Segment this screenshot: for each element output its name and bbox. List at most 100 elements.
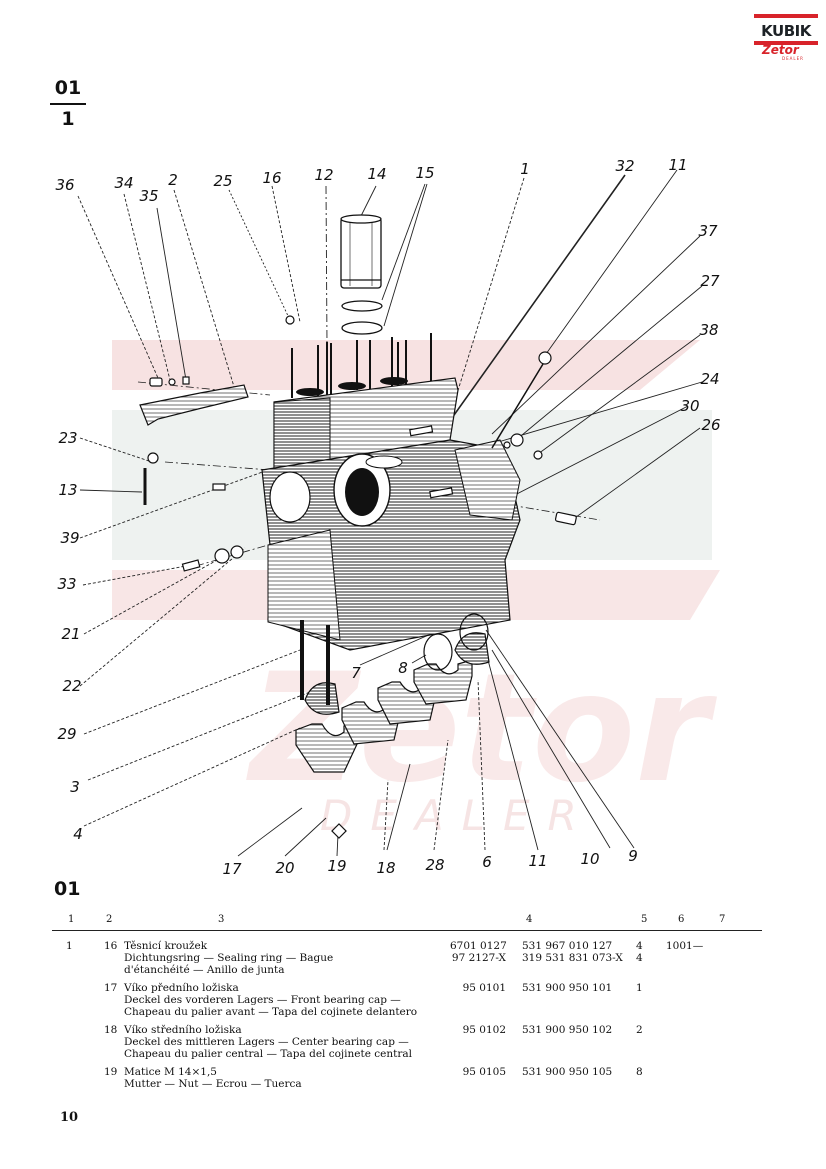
leader-lines xyxy=(77,169,703,857)
logo-stripe xyxy=(754,41,818,45)
callout-8: 8 xyxy=(398,659,408,677)
group-title: 01 xyxy=(54,878,81,900)
callout-28: 28 xyxy=(425,856,445,874)
quantity-line: 4 xyxy=(636,940,643,952)
callout-21: 21 xyxy=(61,625,81,643)
watermark-dealer-text: DEALER xyxy=(320,791,595,840)
callout-15: 15 xyxy=(415,164,435,182)
callout-22: 22 xyxy=(62,677,82,695)
callout-34: 34 xyxy=(114,174,134,192)
callout-25: 25 xyxy=(213,172,233,190)
part-number-b-line: 319 531 831 073-X xyxy=(522,952,623,964)
diagram-drawing: Zetor DEALER xyxy=(77,169,720,857)
callout-24: 24 xyxy=(700,370,720,388)
desc-translations-cont: Chapeau du palier central — Tapa del coj… xyxy=(124,1048,413,1060)
callout-36: 36 xyxy=(55,176,75,194)
callout-6: 6 xyxy=(482,853,492,871)
section-group-number: 01 xyxy=(54,77,82,99)
header-col-4: 4 xyxy=(526,914,533,925)
engine-block-part xyxy=(261,377,521,651)
row-part-number-a: 95 0102 xyxy=(462,1024,506,1036)
logo-tagline: DEALER xyxy=(782,56,804,61)
desc-translations: Dichtungsring — Sealing ring — Bague xyxy=(124,952,334,964)
row-col6: 1001— xyxy=(666,940,704,952)
kubik-zetor-logo: KUBIK Zetor DEALER xyxy=(754,14,820,64)
part-number-b-line: 531 967 010 127 xyxy=(522,940,613,952)
callout-3: 3 xyxy=(70,778,80,796)
row-quantity: 1 xyxy=(636,982,643,994)
row-col1: 1 xyxy=(66,940,73,952)
desc-czech: Těsnicí kroužek xyxy=(124,940,208,952)
table-row: 17 Víko předního ložiska Deckel des vord… xyxy=(52,982,762,1024)
exploded-parts-diagram: Zetor DEALER xyxy=(0,150,826,890)
callout-20: 20 xyxy=(275,859,295,877)
row-description: Víko předního ložiska Deckel des vordere… xyxy=(124,982,454,1018)
row-part-number-b: 531 900 950 102 xyxy=(522,1024,613,1036)
part-number-a-line: 6701 0127 xyxy=(450,940,507,952)
callout-27: 27 xyxy=(700,272,720,290)
row-part-number-b: 531 967 010 127 319 531 831 073-X xyxy=(522,940,623,964)
desc-czech: Víko předního ložiska xyxy=(124,982,239,994)
row-quantity: 4 4 xyxy=(636,940,643,964)
callout-13: 13 xyxy=(58,481,78,499)
callout-10: 10 xyxy=(580,850,600,868)
table-row: 18 Víko středního ložiska Deckel des mit… xyxy=(52,1024,762,1066)
row-position: 16 xyxy=(104,940,118,952)
callout-37: 37 xyxy=(698,222,718,240)
callout-16: 16 xyxy=(262,169,282,187)
callout-4: 4 xyxy=(73,825,83,843)
small-parts xyxy=(139,315,577,572)
header-col-2: 2 xyxy=(106,914,113,925)
header-col-6: 6 xyxy=(678,914,685,925)
row-part-number-a: 95 0105 xyxy=(462,1066,506,1078)
quantity-line: 4 xyxy=(636,952,643,964)
callout-7: 7 xyxy=(351,664,361,682)
row-description: Víko středního ložiska Deckel des mittle… xyxy=(124,1024,454,1060)
logo-brand: KUBIK xyxy=(756,23,816,40)
callout-33: 33 xyxy=(57,575,77,593)
callout-39: 39 xyxy=(60,529,80,547)
row-quantity: 8 xyxy=(636,1066,643,1078)
section-sheet-number: 1 xyxy=(61,108,75,130)
header-col-7: 7 xyxy=(719,914,726,925)
part-number-a-line: 97 2127-X xyxy=(451,952,506,964)
callout-9: 9 xyxy=(628,847,638,865)
callout-29: 29 xyxy=(57,725,77,743)
callout-38: 38 xyxy=(699,321,719,339)
cylinder-liner-part xyxy=(340,214,383,335)
desc-czech: Víko středního ložiska xyxy=(124,1024,242,1036)
desc-czech: Matice M 14×1,5 xyxy=(124,1066,217,1078)
callout-1: 1 xyxy=(520,160,530,178)
row-position: 19 xyxy=(104,1066,118,1078)
callout-18: 18 xyxy=(376,859,396,877)
row-part-number-a: 6701 0127 97 2127-X xyxy=(450,940,507,964)
header-col-3: 3 xyxy=(218,914,225,925)
row-description: Matice M 14×1,5 Mutter — Nut — Ecrou — T… xyxy=(124,1066,454,1090)
row-position: 17 xyxy=(104,982,118,994)
callout-11-lower: 11 xyxy=(528,852,548,870)
row-part-number-b: 531 900 950 105 xyxy=(522,1066,613,1078)
callout-2: 2 xyxy=(168,171,178,189)
table-header: 1 2 3 4 5 6 7 xyxy=(52,912,762,931)
callout-11: 11 xyxy=(668,156,688,174)
desc-translations: Mutter — Nut — Ecrou — Tuerca xyxy=(124,1078,302,1090)
parts-table: 1 2 3 4 5 6 7 1 16 Těsnicí kroužek Dicht… xyxy=(52,912,762,1096)
row-description: Těsnicí kroužek Dichtungsring — Sealing … xyxy=(124,940,454,976)
callout-32: 32 xyxy=(615,157,635,175)
desc-translations: Deckel des vorderen Lagers — Front beari… xyxy=(124,994,401,1006)
row-quantity: 2 xyxy=(636,1024,643,1036)
page-number: 10 xyxy=(60,1110,79,1125)
bearing-caps-part xyxy=(295,613,490,839)
row-position: 18 xyxy=(104,1024,118,1036)
callout-19: 19 xyxy=(327,857,347,875)
desc-translations-cont: d'étanchéité — Anillo de junta xyxy=(124,964,285,976)
logo-stripe xyxy=(754,14,818,18)
cylinder-studs xyxy=(291,333,432,398)
callout-14: 14 xyxy=(367,165,387,183)
callout-23: 23 xyxy=(58,429,78,447)
header-col-1: 1 xyxy=(68,914,75,925)
table-row: 1 16 Těsnicí kroužek Dichtungsring — Sea… xyxy=(52,940,762,982)
header-col-5: 5 xyxy=(641,914,648,925)
callout-35: 35 xyxy=(139,187,159,205)
callout-26: 26 xyxy=(701,416,721,434)
